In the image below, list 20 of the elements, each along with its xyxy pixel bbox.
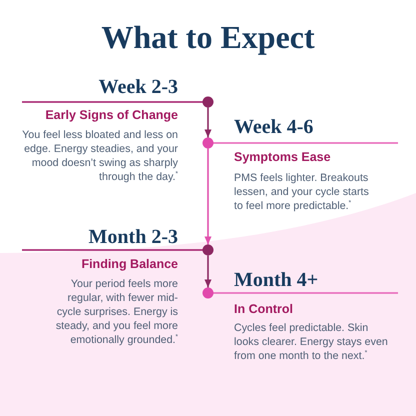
description-text: Cycles feel predictable. Skin looks clearer. Energy stays even from one month to the next.$^{*}$ [234,321,389,363]
period-heading: Month 2-3 [88,226,178,248]
arrow [204,148,212,244]
timeline-dot [202,287,214,299]
stage-title: Symptoms Ease [234,150,331,165]
arrow [204,256,212,288]
stage-title: Early Signs of Change [45,108,178,123]
stage-title: Finding Balance [81,257,178,272]
description-text: PMS feels lighter. Breakouts lessen, and your cycle starts to feel more predictable.$^{*}$ [234,171,370,213]
period-heading: Month 4+ [234,269,318,291]
description-text: You feel less bloated and less on edge. Energy steadies, and your mood doesn’t swing as sharply through the day.$^{*}$ [21,128,178,184]
timeline-dot [202,96,214,108]
description-text: Your period feels more regular, with fewer mid-cycle surprises. Energy is steady, and you feel more emotionally grounded.$^{*}$ [54,277,178,347]
timeline-dot [202,244,214,256]
period-heading: Week 2-3 [98,76,178,98]
period-heading: Week 4-6 [234,116,314,138]
timeline-dot [202,137,214,149]
title: What to Expect [101,19,315,55]
arrow [204,108,212,138]
stage-title: In Control [234,302,294,317]
